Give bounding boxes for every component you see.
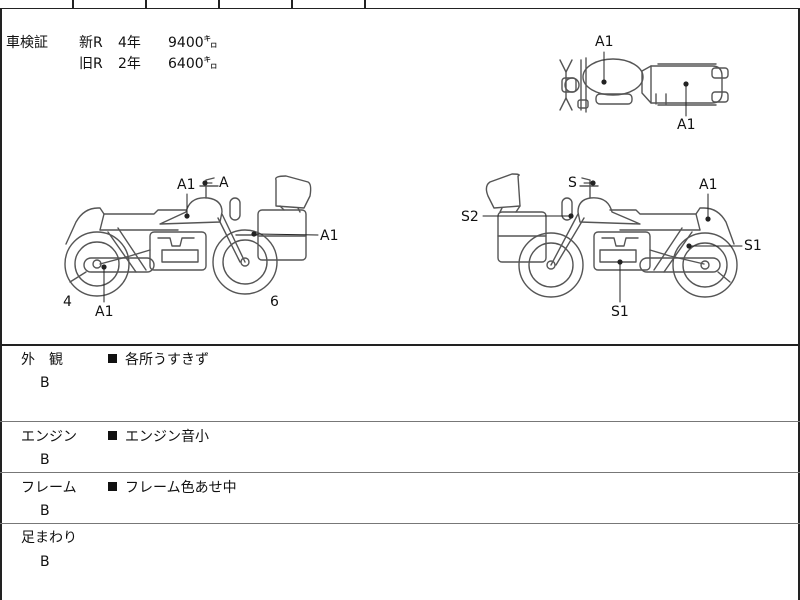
column-divider — [291, 0, 293, 8]
diagram-section-divider — [0, 344, 800, 346]
motorcycle-damage-diagram — [64, 51, 743, 303]
row-divider — [0, 523, 800, 524]
section-grade-frame: B — [40, 503, 50, 519]
bullet-square-icon — [108, 354, 117, 363]
damage-label-left-handle: A — [219, 175, 229, 191]
right-border — [798, 8, 800, 600]
section-label-exterior: 外 観 — [21, 352, 63, 368]
new-r-distance: 9400㌔ — [168, 35, 218, 51]
damage-label-top-tank: A1 — [595, 34, 614, 50]
section-grade-exterior: B — [40, 375, 50, 391]
tire-label-left-rear: 6 — [270, 294, 279, 310]
section-grade-suspension: B — [40, 554, 50, 570]
inspection-title: 車検証 — [6, 35, 48, 51]
old-r-years: 2年 — [118, 56, 141, 72]
section-label-suspension: 足まわり — [21, 530, 77, 546]
damage-label-right-bag: S2 — [461, 209, 479, 225]
column-divider — [145, 0, 147, 8]
column-divider — [364, 0, 366, 8]
remark-text: フレーム色あせ中 — [125, 480, 237, 496]
old-r-label: 旧R — [79, 56, 103, 72]
column-divider — [72, 0, 74, 8]
remark-frame: フレーム色あせ中 — [108, 479, 237, 497]
remark-exterior: 各所うすきず — [108, 351, 209, 369]
section-label-engine: エンジン — [21, 429, 77, 445]
damage-label-left-muffler: A1 — [95, 304, 114, 320]
remark-engine: エンジン音小 — [108, 428, 209, 446]
section-grade-engine: B — [40, 452, 50, 468]
bullet-square-icon — [108, 431, 117, 440]
new-r-years: 4年 — [118, 35, 141, 51]
section-label-frame: フレーム — [21, 480, 77, 496]
left-view-bike-illustration — [64, 175, 312, 297]
bullet-square-icon — [108, 482, 117, 491]
row-divider — [0, 472, 800, 473]
damage-label-top-seat: A1 — [677, 117, 696, 133]
header-row-fragment — [0, 0, 800, 9]
damage-label-left-bag: A1 — [320, 228, 339, 244]
row-divider — [0, 421, 800, 422]
damage-label-right-engine: S1 — [611, 304, 629, 320]
damage-points — [101, 79, 711, 270]
damage-label-right-rear: S1 — [744, 238, 762, 254]
right-view-bike-illustration — [485, 173, 738, 298]
tire-label-left-front: 4 — [63, 294, 72, 310]
new-r-label: 新R — [79, 35, 103, 51]
damage-leader-lines — [103, 51, 743, 303]
remark-text: エンジン音小 — [125, 429, 209, 445]
column-divider — [218, 0, 220, 8]
old-r-distance: 6400㌔ — [168, 56, 218, 72]
damage-label-right-handle: S — [568, 175, 577, 191]
damage-label-left-tank: A1 — [177, 177, 196, 193]
damage-label-right-tail: A1 — [699, 177, 718, 193]
top-view-bike-illustration — [559, 57, 729, 113]
remark-text: 各所うすきず — [125, 352, 209, 368]
left-border — [0, 8, 2, 600]
